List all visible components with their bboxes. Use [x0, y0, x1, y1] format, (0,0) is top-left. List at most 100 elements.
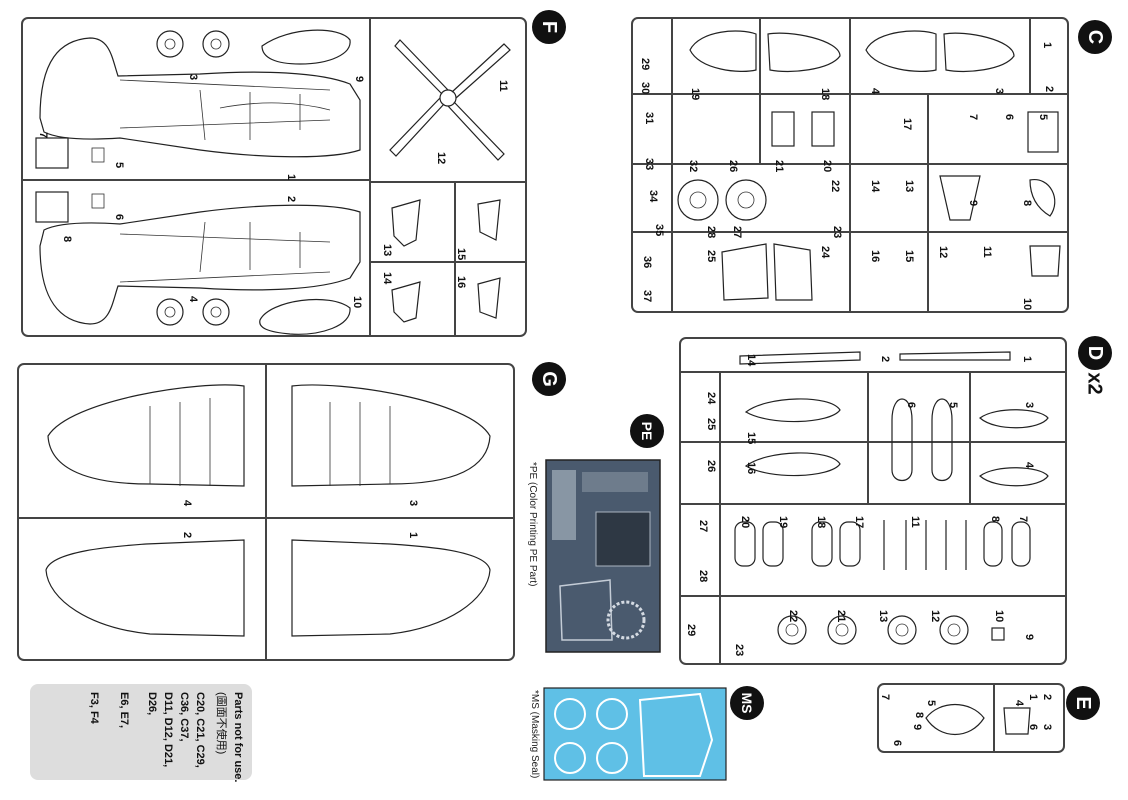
part-number-c-10: 10: [1021, 298, 1033, 310]
canopy-f10: [259, 298, 351, 335]
part-number-c-7: 7: [967, 114, 979, 120]
canopy-f9: [261, 29, 351, 65]
part-number-d-1: 1: [1021, 356, 1033, 362]
part-number-f-4: 4: [187, 296, 199, 303]
part-number-c-28: 28: [705, 226, 717, 238]
part-number-d-8: 8: [989, 516, 1001, 522]
part-number-f-16: 16: [455, 276, 467, 288]
part-number-e-7: 7: [879, 694, 891, 700]
pe-fret: [545, 459, 661, 653]
part-number-f-3: 3: [187, 74, 199, 80]
part-number-f-2: 2: [285, 196, 297, 202]
part-number-f-9: 9: [353, 76, 365, 82]
part-number-d-25: 25: [705, 418, 717, 430]
part-number-d-28: 28: [697, 570, 709, 582]
part-number-c-15: 15: [903, 250, 915, 262]
part-number-f-12: 12: [435, 152, 447, 164]
part-number-g-2: 2: [181, 532, 193, 538]
part-number-d-24: 24: [705, 392, 717, 405]
sprue-c-frame: [631, 17, 1069, 313]
part-number-c-16: 16: [869, 250, 881, 262]
part-number-e-3: 3: [1041, 724, 1053, 730]
part-number-c-22: 22: [829, 180, 841, 192]
part-number-e-8: 8: [913, 712, 925, 718]
part-number-f-7: 7: [37, 132, 49, 138]
part-number-f-14: 14: [381, 272, 393, 285]
part-number-c-27: 27: [731, 226, 743, 238]
wing-g1: [291, 539, 491, 637]
part-number-c-4: 4: [869, 88, 881, 95]
part-number-d-13: 13: [877, 610, 889, 622]
part-number-c-2: 2: [1043, 86, 1055, 92]
part-number-f-15: 15: [455, 248, 467, 260]
part-number-g-3: 3: [407, 500, 419, 506]
part-number-d-6: 6: [905, 402, 917, 408]
part-number-d-15: 15: [745, 432, 757, 444]
part-number-d-11: 11: [909, 516, 921, 528]
part-number-c-32: 32: [687, 160, 699, 172]
part-number-c-25: 25: [705, 250, 717, 262]
part-number-c-34: 34: [647, 190, 659, 203]
fuselage-left-half: [39, 37, 361, 158]
fuselage-right-half: [39, 204, 361, 325]
part-number-c-31: 31: [643, 112, 655, 124]
wheels-f: [156, 30, 230, 326]
part-number-d-29: 29: [685, 624, 697, 636]
part-number-c-29: 29: [639, 58, 651, 70]
part-number-e-5: 5: [925, 700, 937, 706]
part-number-f-6: 6: [113, 214, 125, 220]
part-number-d-3: 3: [1023, 402, 1035, 408]
part-number-c-3: 3: [993, 88, 1005, 94]
part-number-c-24: 24: [819, 246, 831, 259]
part-number-d-5: 5: [947, 402, 959, 408]
part-number-d-18: 18: [815, 516, 827, 528]
sprue-g-frame: [17, 363, 515, 661]
part-number-c-30: 30: [639, 82, 651, 94]
part-number-c-23: 23: [831, 226, 843, 238]
part-number-c-14: 14: [869, 180, 881, 193]
part-number-d-23: 23: [733, 644, 745, 656]
wing-g4: [47, 384, 245, 487]
part-number-d-20: 20: [739, 516, 751, 528]
part-number-e-6: 6: [1027, 724, 1039, 730]
part-number-f-13: 13: [381, 244, 393, 256]
part-number-d-14: 14: [745, 354, 757, 367]
part-number-d-16: 16: [745, 462, 757, 474]
part-number-c-19: 19: [689, 88, 701, 100]
propeller-f11: [389, 39, 511, 161]
part-number-d-17: 17: [853, 516, 865, 528]
part-number-f-1: 1: [285, 174, 297, 180]
ms-sheet: [543, 687, 727, 781]
part-number-c-13: 13: [903, 180, 915, 192]
parts-not-used-note: Parts not for use. (圖面不使用) C20, C21, C29…: [30, 684, 252, 782]
panel-f7: [35, 137, 69, 169]
part-number-c-26: 26: [727, 160, 739, 172]
sprue-f-frame: [21, 17, 527, 337]
sprue-d-frame: [679, 337, 1067, 665]
part-number-c-37: 37: [641, 290, 653, 302]
part-number-c-21: 21: [773, 160, 785, 172]
sprue-e-frame: [877, 683, 1065, 753]
panel-f8: [35, 191, 69, 223]
part-number-e-6: 6: [891, 740, 903, 746]
part-number-f-8: 8: [61, 236, 73, 242]
part-number-e-4: 4: [1013, 700, 1025, 707]
part-number-d-22: 22: [787, 610, 799, 622]
part-number-d-12: 12: [929, 610, 941, 622]
part-number-c-35: 35: [653, 224, 665, 236]
part-number-c-18: 18: [819, 88, 831, 100]
part-number-f-10: 10: [351, 296, 363, 308]
part-number-c-6: 6: [1003, 114, 1015, 120]
part-number-c-8: 8: [1021, 200, 1033, 206]
part-number-d-19: 19: [777, 516, 789, 528]
part-number-e-2: 2: [1041, 694, 1053, 700]
wing-g2: [45, 539, 245, 637]
part-number-g-4: 4: [181, 500, 193, 507]
part-number-d-21: 21: [835, 610, 847, 622]
part-number-c-5: 5: [1037, 114, 1049, 120]
part-number-c-1: 1: [1041, 42, 1053, 48]
part-number-c-33: 33: [643, 158, 655, 170]
part-number-d-26: 26: [705, 460, 717, 472]
